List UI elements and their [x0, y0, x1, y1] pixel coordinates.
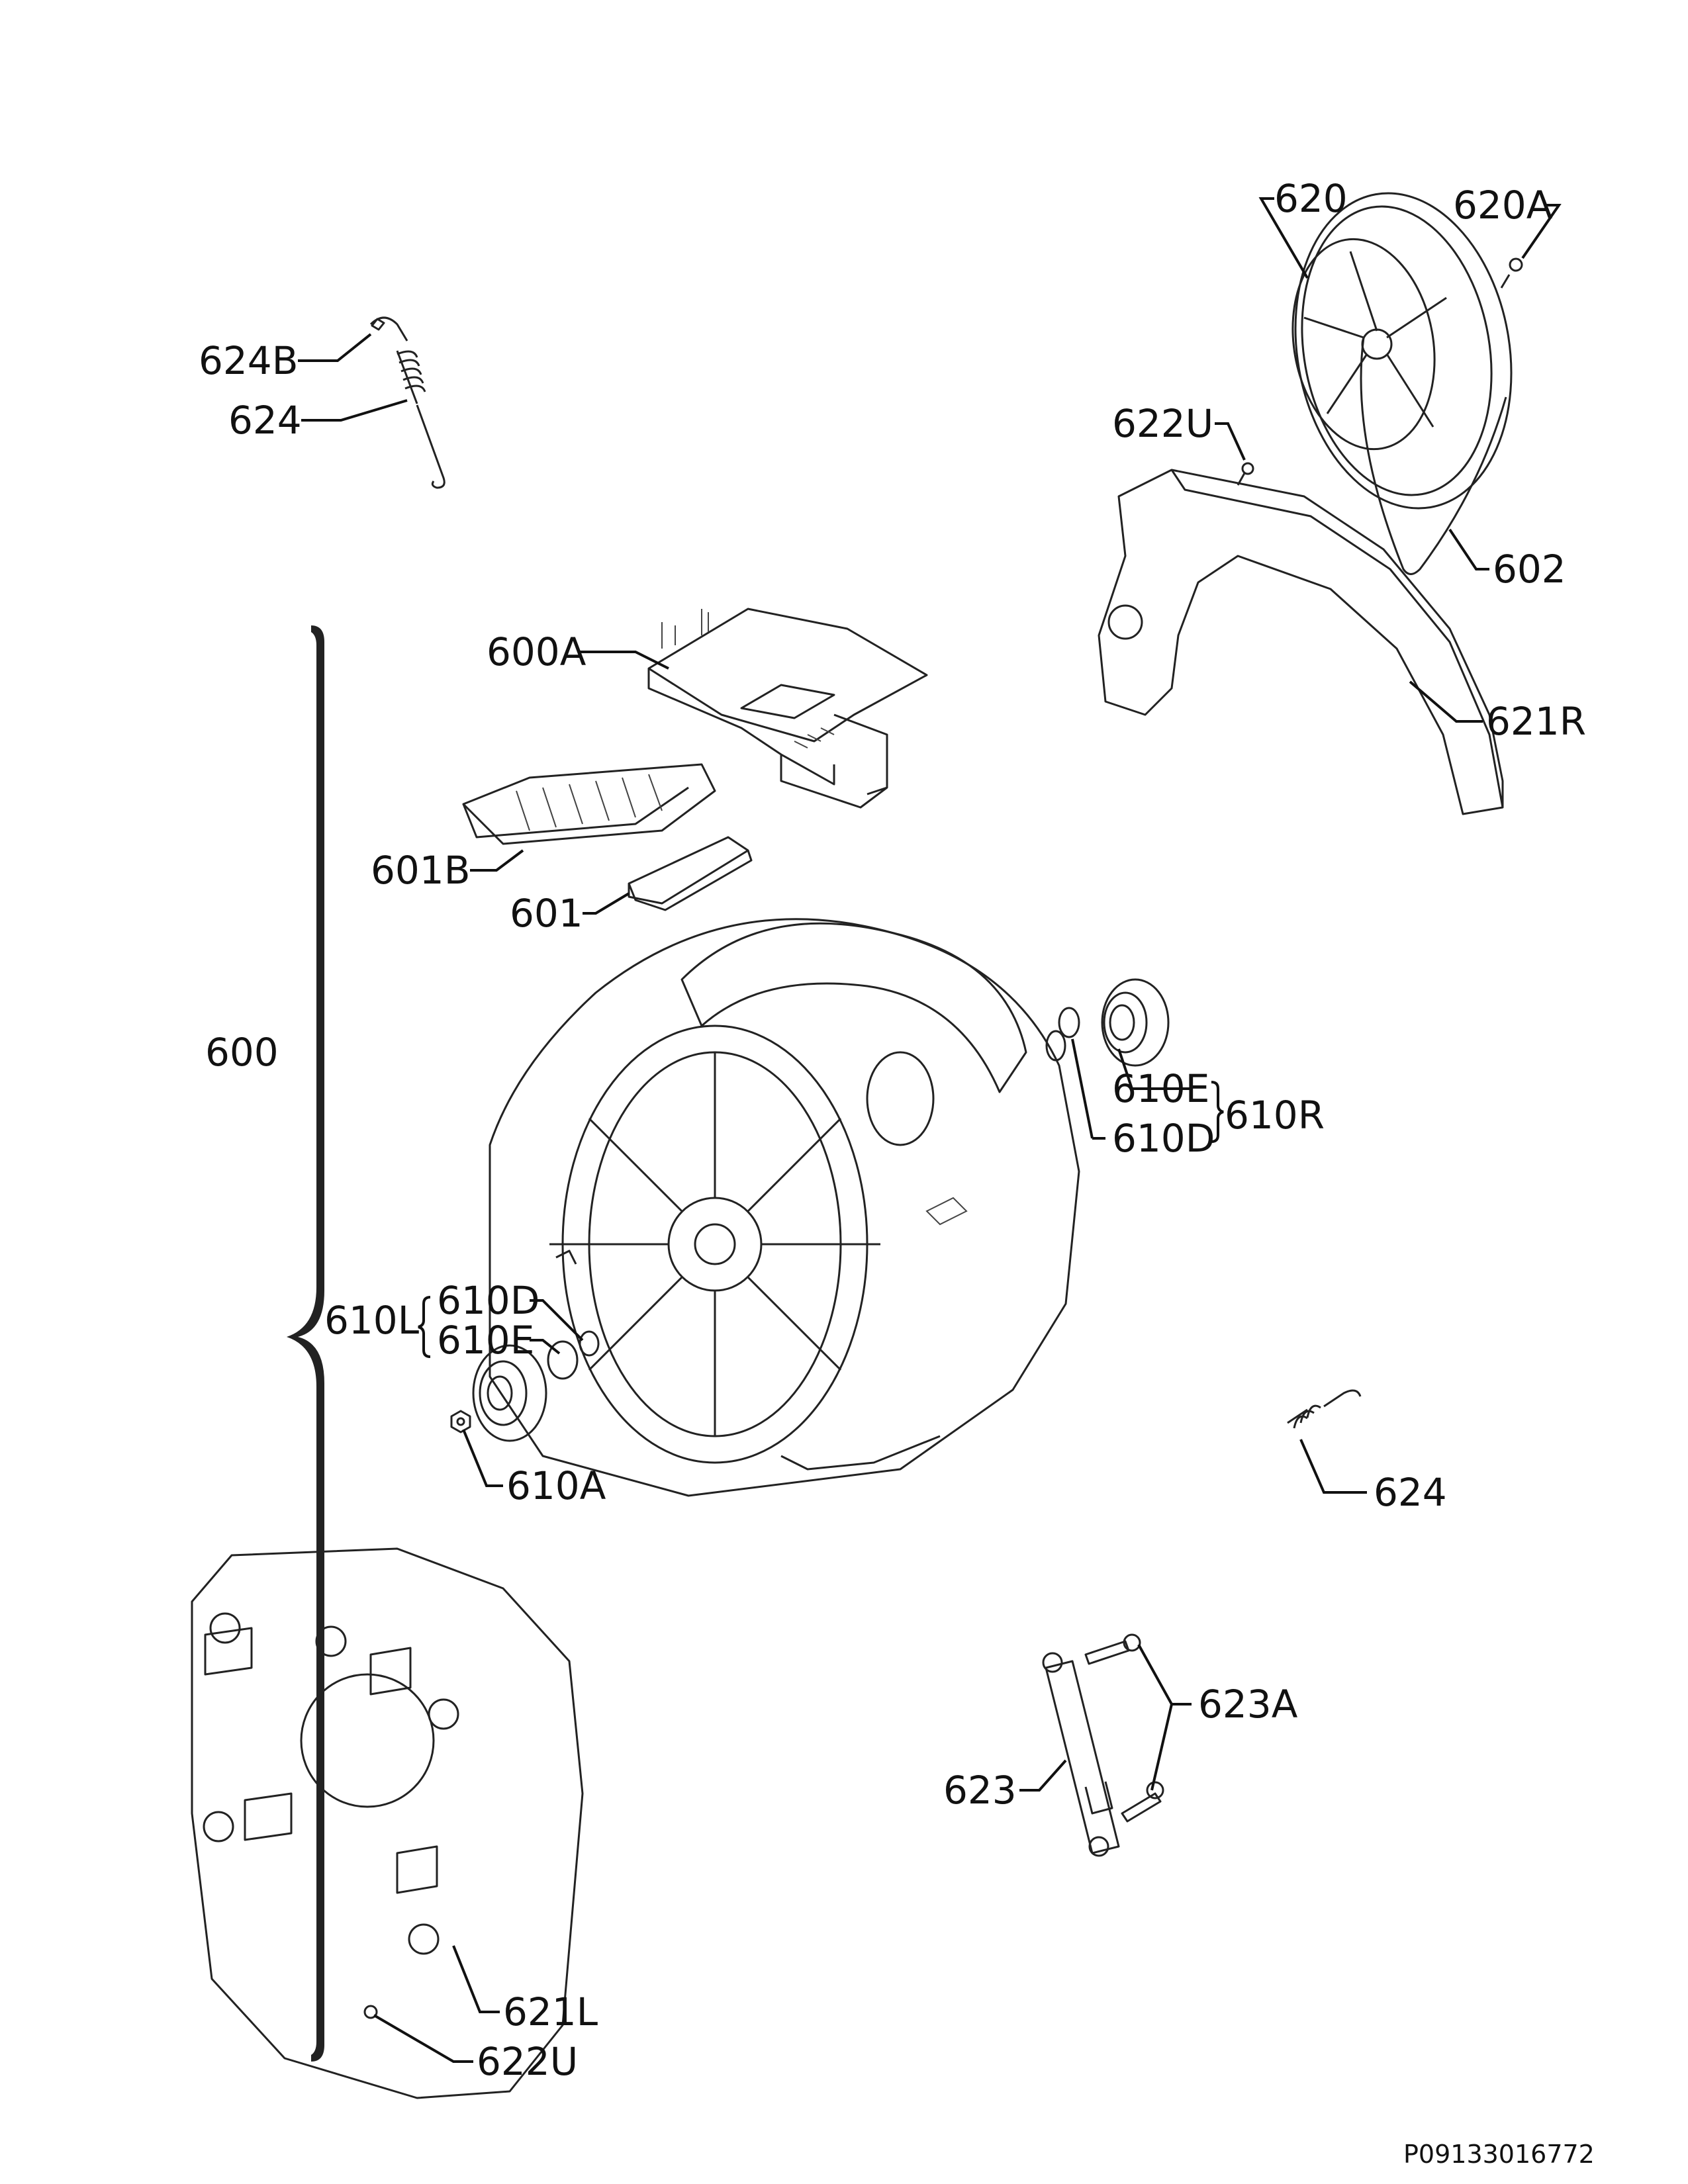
- leader-622u-bottom: [373, 2014, 473, 2063]
- leader-602: [1448, 528, 1489, 570]
- label-610l: 610L: [324, 1298, 419, 1343]
- leader-622u-top: [1215, 422, 1246, 461]
- leader-610e-left: [530, 1339, 561, 1355]
- label-622u-bottom: 622U: [477, 2039, 578, 2084]
- label-623: 623: [943, 1768, 1017, 1813]
- label-620: 620: [1274, 176, 1348, 221]
- leader-624-right: [1299, 1439, 1367, 1494]
- leader-610d-right: [1071, 1038, 1094, 1139]
- control-board-600a: [647, 608, 928, 809]
- leader-623: [1019, 1759, 1067, 1792]
- screw-622u-bottom: [363, 2005, 378, 2019]
- ring-610d-left: [579, 1330, 600, 1357]
- label-622u-top: 622U: [1112, 401, 1213, 446]
- leader-610e-right: [1117, 1048, 1192, 1090]
- brace-610l: [418, 1296, 431, 1358]
- leader-624b: [298, 333, 372, 362]
- label-602: 602: [1493, 547, 1566, 592]
- label-601b: 601B: [371, 848, 471, 893]
- leader-623a: [1137, 1644, 1192, 1791]
- nut-610a: [450, 1410, 471, 1433]
- label-610d-left: 610D: [437, 1278, 539, 1323]
- label-610r: 610R: [1225, 1093, 1325, 1138]
- label-620a: 620A: [1453, 183, 1553, 228]
- ring-610d-right: [1045, 1030, 1066, 1062]
- label-624-top: 624: [228, 398, 302, 443]
- drive-belt-602: [1360, 337, 1507, 575]
- clip-624b: [371, 318, 385, 331]
- label-623a: 623A: [1198, 1682, 1298, 1727]
- counterweight-621l: [191, 1547, 584, 2099]
- shock-absorber-623: [1042, 1652, 1120, 1857]
- bolt-623a-bottom: [1121, 1781, 1164, 1823]
- detergent-drawer-601b: [462, 763, 716, 845]
- pulley-620: [1291, 192, 1513, 510]
- counterweight-621r: [1098, 469, 1504, 815]
- screw-620a: [1500, 257, 1523, 289]
- tub-assembly: [489, 918, 1080, 1497]
- drawing-code: P09133016772: [1403, 2140, 1595, 2169]
- spring-624-right: [1287, 1389, 1362, 1429]
- label-610d-right: 610D: [1112, 1116, 1215, 1161]
- leader-621l: [452, 1945, 500, 2013]
- drawer-insert-601: [628, 836, 753, 911]
- label-601: 601: [510, 891, 583, 936]
- leader-620a: [1521, 204, 1562, 259]
- seal-610e-right: [1058, 1007, 1080, 1038]
- label-624-right: 624: [1374, 1470, 1447, 1515]
- leader-621r: [1409, 680, 1483, 723]
- label-600a: 600A: [487, 629, 586, 674]
- bearing-610r: [1101, 978, 1170, 1067]
- label-610e-right: 610E: [1112, 1066, 1209, 1111]
- seal-610e-left: [547, 1340, 579, 1380]
- group-bracket-600: [287, 625, 324, 2062]
- label-621r: 621R: [1486, 699, 1586, 744]
- leader-624-top: [301, 399, 408, 422]
- leader-600a: [579, 651, 669, 670]
- leader-610a: [462, 1429, 503, 1487]
- label-600: 600: [205, 1030, 279, 1075]
- leader-601b: [470, 849, 524, 872]
- spring-624-top: [369, 316, 445, 489]
- bolt-623a-top: [1084, 1633, 1141, 1665]
- label-621l: 621L: [503, 1989, 598, 2034]
- leader-601: [583, 892, 630, 915]
- screw-622u-top: [1237, 462, 1254, 486]
- leader-610d-left: [530, 1299, 584, 1342]
- label-624b: 624B: [199, 338, 299, 383]
- bearing-610l: [472, 1344, 547, 1442]
- label-610e-left: 610E: [437, 1318, 534, 1363]
- leader-620: [1258, 197, 1309, 279]
- brace-610r: [1211, 1081, 1224, 1143]
- label-610a: 610A: [506, 1463, 606, 1508]
